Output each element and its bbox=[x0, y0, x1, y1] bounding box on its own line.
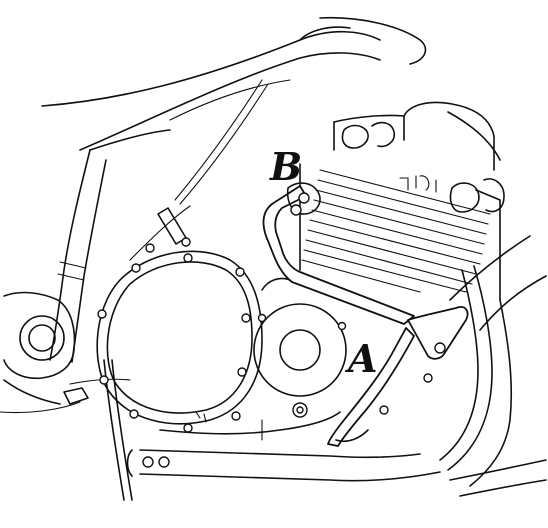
guard-bar-b bbox=[262, 182, 415, 325]
generator-cover bbox=[253, 303, 347, 418]
cylinder-head bbox=[333, 101, 505, 213]
cylinder-fins bbox=[299, 163, 501, 301]
tank-outline bbox=[41, 16, 427, 151]
frame-lug bbox=[3, 291, 76, 405]
guard-bar-a bbox=[327, 306, 469, 447]
side-cover bbox=[447, 111, 547, 331]
cables bbox=[0, 79, 269, 501]
frame-tube bbox=[49, 129, 171, 363]
clutch-cover bbox=[96, 237, 263, 433]
lower-rail bbox=[126, 449, 547, 497]
callout-label-b: B bbox=[269, 144, 302, 189]
callout-label-a: A bbox=[345, 336, 377, 381]
down-tube bbox=[439, 265, 513, 487]
